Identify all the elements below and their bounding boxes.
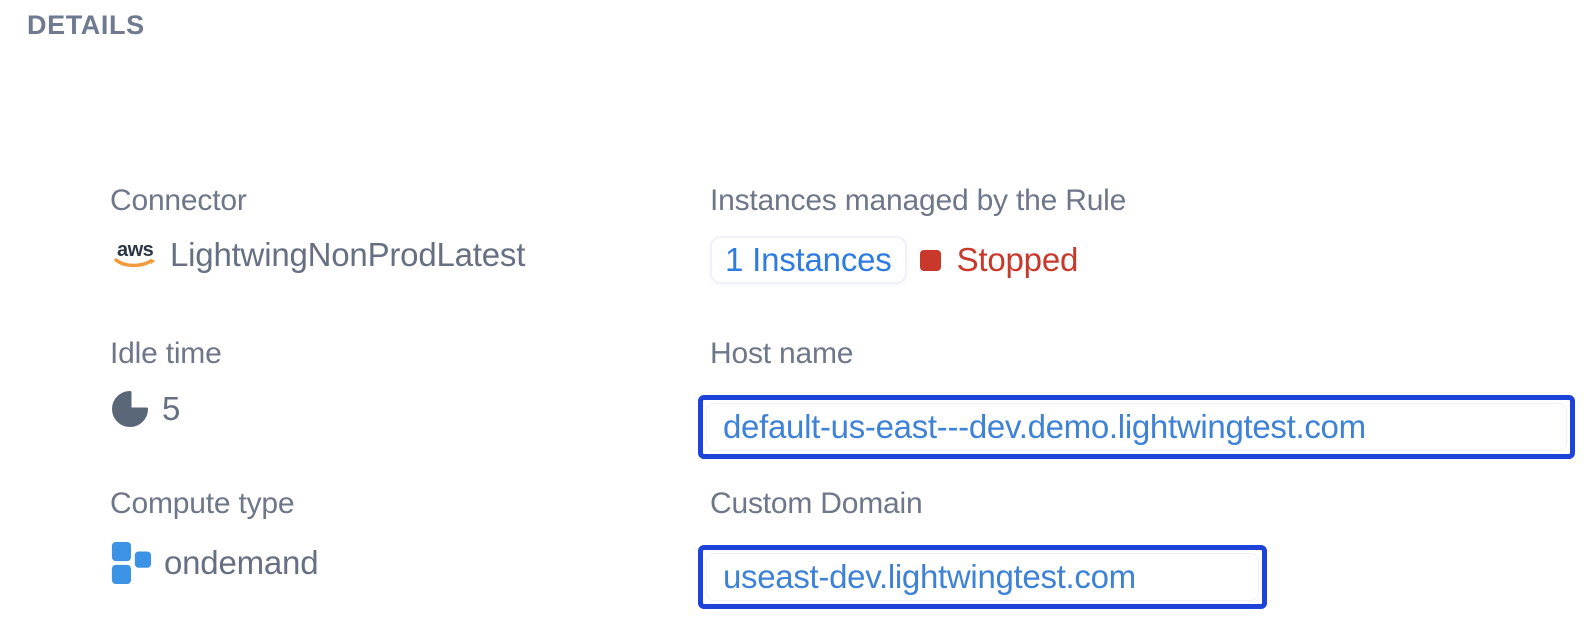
connector-label: Connector [110,184,247,217]
host-name-field: Host name default-us-east---dev.demo.lig… [698,336,1575,459]
host-name-value: default-us-east---dev.demo.lightwingtest… [706,403,1567,451]
idle-time-label: Idle time [110,337,222,370]
instances-label: Instances managed by the Rule [710,184,1127,217]
aws-icon: aws [110,238,158,272]
stopped-status-icon [919,249,941,271]
compute-type-field: Compute type ondemand [110,486,319,587]
instances-status: Stopped [956,241,1079,278]
pie-chart-icon [110,389,150,429]
compute-type-value: ondemand [164,544,319,581]
connector-value: LightwingNonProdLatest [170,236,526,273]
idle-time-field: Idle time 5 [110,336,222,429]
custom-domain-box[interactable]: useast-dev.lightwingtest.com [698,545,1267,609]
compute-type-label: Compute type [110,487,295,520]
custom-domain-label: Custom Domain [710,487,923,520]
custom-domain-field: Custom Domain useast-dev.lightwingtest.c… [698,486,1267,609]
instances-count-link[interactable]: 1 Instances [710,236,907,284]
instances-field: Instances managed by the Rule 1 Instance… [710,183,1126,284]
svg-text:aws: aws [117,239,154,261]
connector-field: Connector aws LightwingNonProdLatest [110,183,525,274]
section-title: DETAILS [27,10,145,40]
host-name-box[interactable]: default-us-east---dev.demo.lightwingtest… [698,395,1575,459]
host-name-label: Host name [710,337,854,370]
idle-time-value: 5 [162,390,181,427]
compute-blocks-icon [110,539,152,587]
custom-domain-value: useast-dev.lightwingtest.com [706,553,1259,601]
